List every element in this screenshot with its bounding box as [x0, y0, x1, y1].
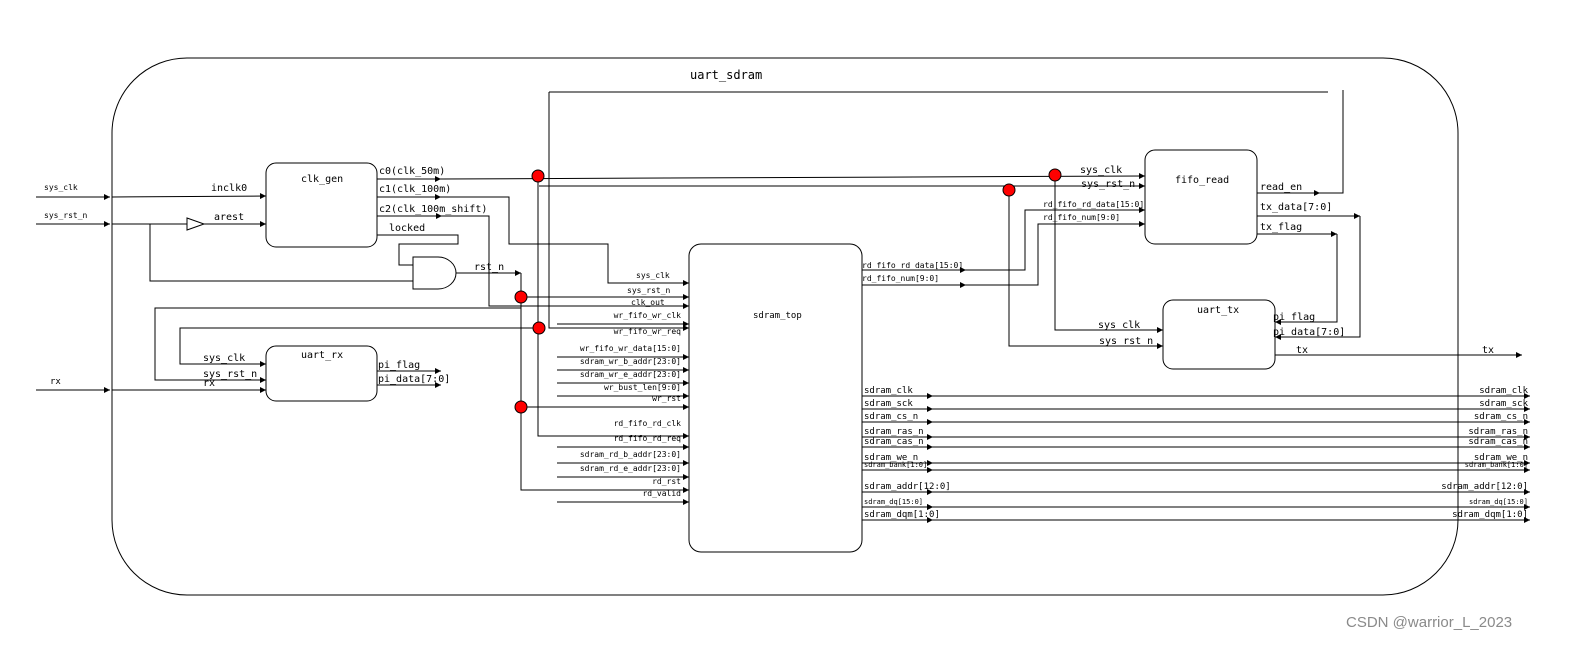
sdram-port-sdram-wr-e-addr-23-0: sdram_wr_e_addr[23:0]	[580, 370, 681, 379]
uart-tx-port-sys-clk: sys_clk	[1098, 320, 1140, 331]
sdram-port-sys-rst-n: sys_rst_n	[627, 286, 671, 295]
input-label-sys-rst-n: sys_rst_n	[44, 211, 88, 220]
sdram-port-wr-fifo-wr-req: wr_fifo_wr_req	[614, 327, 682, 336]
sdram-port-wr-rst: wr_rst	[652, 394, 681, 403]
input-label-sys-clk: sys_clk	[44, 183, 78, 192]
sdram-top-pin-sdram-we-n: sdram_we_n	[864, 453, 918, 463]
fifo-read-port-tx-data: tx_data[7:0]	[1260, 202, 1332, 213]
uart-rx-block[interactable]: uart_rx	[265, 345, 378, 402]
sdram-top-label: sdram_top	[753, 311, 802, 321]
output-pin-sdram-sck: sdram_sck	[1479, 399, 1528, 409]
sdram-port-wr-fifo-wr-data-15-0: wr_fifo_wr_data[15:0]	[580, 344, 681, 353]
output-pin-sdram-dq-15-0: sdram_dq[15:0]	[1469, 498, 1528, 506]
sdram-top-pin-sdram-sck: sdram_sck	[864, 399, 913, 409]
clk-gen-port-c2: c2(clk_100m_shift)	[379, 204, 487, 215]
fifo-read-port-rd-fifo-num: rd_fifo_num[9:0]	[1043, 213, 1120, 222]
output-pin-sdram-bank-1-0: sdram_bank[1:0]	[1465, 461, 1528, 469]
top-module-label: uart_sdram	[690, 68, 762, 82]
uart-rx-port-sys-clk: sys_clk	[203, 353, 245, 364]
fifo-read-port-tx-flag: tx_flag	[1260, 222, 1302, 233]
uart-tx-port-sys-rst-n: sys_rst_n	[1099, 336, 1153, 347]
sdram-top-pin-sdram-dq-15-0: sdram_dq[15:0]	[864, 498, 923, 506]
fifo-read-port-rd-fifo-rd-data: rd_fifo_rd_data[15:0]	[1043, 200, 1144, 209]
junction-dot	[514, 400, 528, 414]
clk-gen-block[interactable]: clk_gen	[265, 162, 378, 248]
uart-rx-port-rx: rx	[203, 378, 215, 389]
junction-dot	[1048, 168, 1062, 182]
uart-tx-port-pi-data: pi_data[7:0]	[1273, 327, 1345, 338]
junction-dot	[532, 321, 546, 335]
fifo-read-port-sys-clk: sys_clk	[1080, 165, 1122, 176]
sdram-top-input-ports: wr_fifo_wr_clk wr_fifo_wr_req wr_fifo_wr_d…	[557, 311, 689, 505]
sdram-port-rd-fifo-rd-req: rd_fifo_rd_req	[614, 434, 682, 443]
sdram-top-pin-sdram-ras-n: sdram_ras_n	[864, 427, 924, 437]
sdram-top-pin-sdram-bank-1-0: sdram_bank[1:0]	[864, 461, 927, 469]
uart-rx-label: uart_rx	[301, 350, 343, 361]
uart-rx-port-pi-flag: pi_flag	[378, 360, 420, 371]
sdram-top-pin-sdram-dqm-1-0: sdram_dqm[1:0]	[864, 510, 940, 520]
fifo-read-port-sys-rst-n: sys_rst_n	[1081, 179, 1135, 190]
input-label-rx: rx	[50, 377, 61, 387]
junction-dot	[1002, 183, 1016, 197]
sdram-top-pin-sdram-clk: sdram_clk	[864, 386, 913, 396]
sdram-port-sys-clk: sys_clk	[636, 271, 670, 280]
buffer-triangle	[186, 217, 206, 231]
uart-tx-port-pi-flag: pi_flag	[1273, 312, 1315, 323]
uart-rx-port-sys-rst-n: sys_rst_n	[203, 369, 257, 380]
junction-dot	[514, 290, 528, 304]
sdram-port-rd-rst: rd_rst	[652, 477, 681, 486]
sdram-top-pin-sdram-cs-n: sdram_cs_n	[864, 412, 918, 422]
output-pin-sdram-dqm-1-0: sdram_dqm[1:0]	[1452, 510, 1528, 520]
uart-rx-port-pi-data: pi_data[7:0]	[378, 374, 450, 385]
watermark: CSDN @warrior_L_2023	[1346, 614, 1512, 631]
clk-gen-port-c1: c1(clk_100m)	[379, 184, 451, 195]
sdram-port-clk-out: clk_out	[631, 298, 665, 307]
fifo-read-label: fifo_read	[1175, 175, 1229, 186]
sdram-port-rd-fifo-num: rd_fifo_num[9:0]	[862, 274, 939, 283]
top-module-frame	[111, 57, 1459, 596]
clk-gen-port-c0: c0(clk_50m)	[379, 166, 445, 177]
sdram-port-wr-bust-len-9-0: wr_bust_len[9:0]	[604, 383, 681, 392]
output-pin-sdram-addr-12-0: sdram_addr[12:0]	[1441, 482, 1528, 492]
sdram-port-wr-fifo-wr-clk: wr_fifo_wr_clk	[614, 311, 682, 320]
output-pin-sdram-we-n: sdram_we_n	[1474, 453, 1528, 463]
uart-tx-block[interactable]: uart_tx	[1162, 299, 1276, 370]
sdram-port-sdram-rd-e-addr-23-0: sdram_rd_e_addr[23:0]	[580, 464, 681, 473]
sdram-top-pin-sdram-addr-12-0: sdram_addr[12:0]	[864, 482, 951, 492]
output-pin-sdram-clk: sdram_clk	[1479, 386, 1528, 396]
uart-tx-port-tx: tx	[1296, 345, 1308, 356]
output-pin-sdram-cs-n: sdram_cs_n	[1474, 412, 1528, 422]
junction-dot	[531, 169, 545, 183]
sdram-port-sdram-wr-b-addr-23-0: sdram_wr_b_addr[23:0]	[580, 357, 681, 366]
output-pin-sdram-cas-n: sdram_cas_n	[1468, 437, 1528, 447]
sdram-top-pin-sdram-cas-n: sdram_cas_n	[864, 437, 924, 447]
sdram-port-sdram-rd-b-addr-23-0: sdram_rd_b_addr[23:0]	[580, 450, 681, 459]
sdram-port-rd-fifo-rd-data: rd_fifo_rd_data[15:0]	[862, 261, 963, 270]
sdram-port-rd-valid: rd_valid	[642, 489, 681, 498]
clk-gen-port-inclk0: inclk0	[211, 183, 247, 194]
fifo-read-block[interactable]: fifo_read	[1144, 149, 1258, 245]
rst-n-label: rst_n	[474, 262, 504, 273]
sdram-top-block[interactable]: sdram_top	[688, 243, 863, 553]
uart-tx-label: uart_tx	[1197, 305, 1239, 316]
sdram-output-pins: sdram_clk sdram_clk sdram_sck sdram_scksdra…	[862, 386, 1530, 523]
clk-gen-port-locked: locked	[389, 223, 425, 234]
clk-gen-label: clk_gen	[301, 174, 343, 185]
output-label-tx: tx	[1482, 345, 1494, 356]
sdram-port-rd-fifo-rd-clk: rd_fifo_rd_clk	[614, 419, 682, 428]
fifo-read-port-read-en: read_en	[1260, 182, 1302, 193]
output-pin-sdram-ras-n: sdram_ras_n	[1468, 427, 1528, 437]
clk-gen-port-arest: arest	[214, 212, 244, 223]
and-gate	[412, 256, 457, 290]
